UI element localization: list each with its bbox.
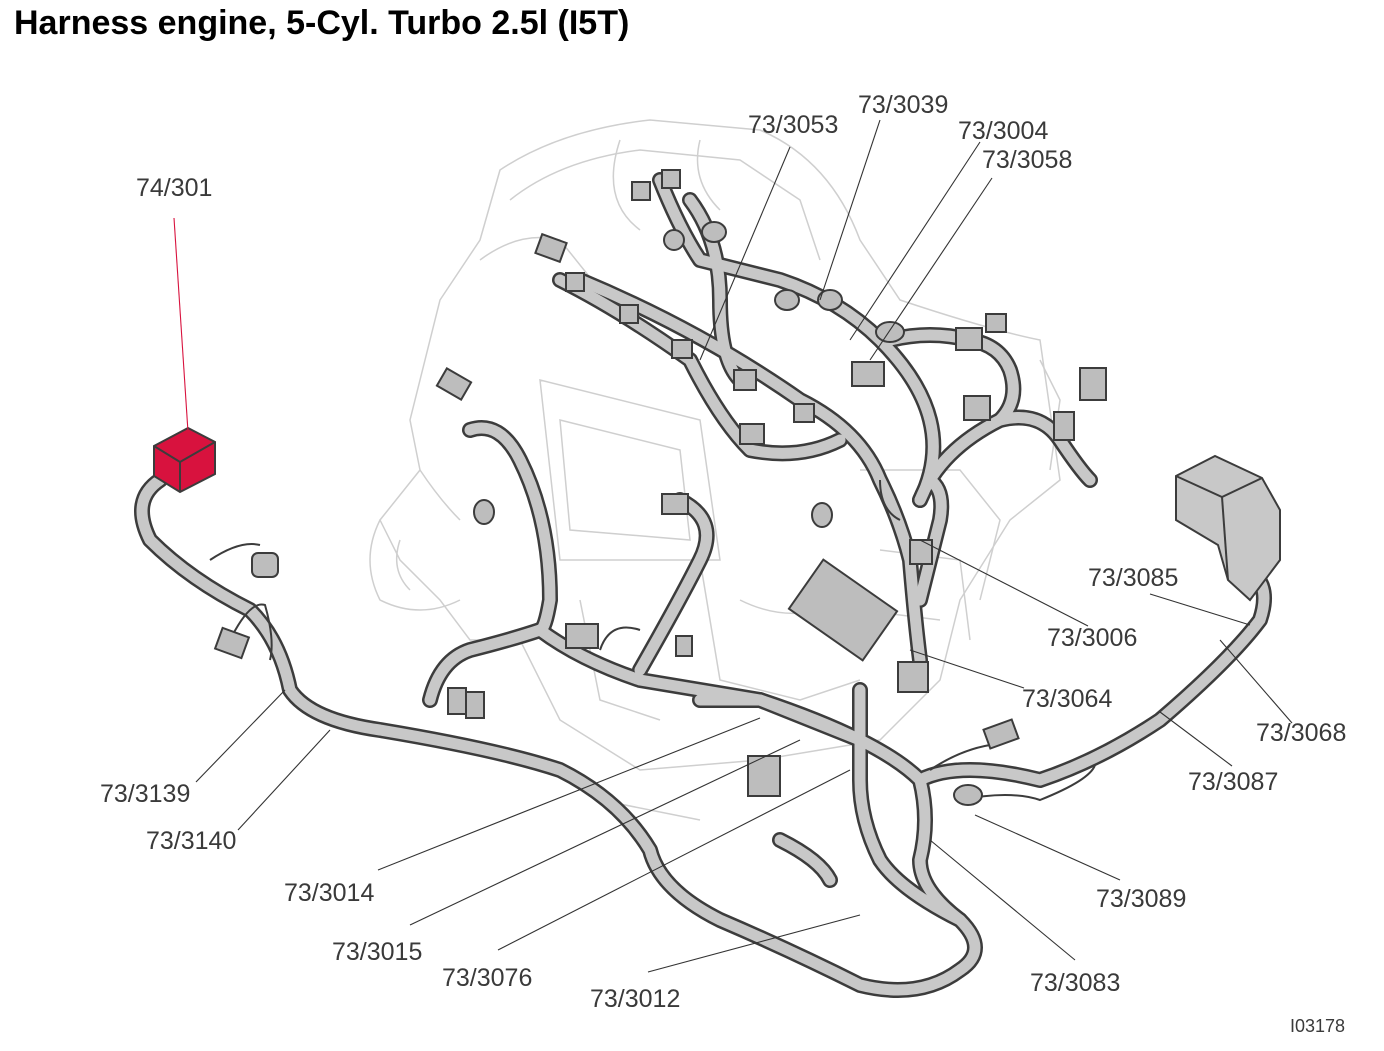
label-73-3076: 73/3076 (442, 964, 533, 992)
leader-73-3087 (1159, 711, 1233, 767)
label-73-3083: 73/3083 (1030, 969, 1121, 997)
label-73-3015: 73/3015 (332, 938, 423, 966)
component-74-301 (153, 426, 216, 494)
leader-73-3015 (409, 739, 801, 926)
figure-id: I03178 (1290, 1016, 1346, 1036)
label-73-3139: 73/3139 (100, 780, 191, 808)
label-73-3140: 73/3140 (146, 827, 237, 855)
leader-73-3004 (849, 141, 981, 341)
harness-connectors (213, 169, 1107, 806)
leader-73-3006 (919, 539, 1089, 627)
leader-73-3039 (819, 119, 881, 301)
label-73-3014: 73/3014 (284, 879, 375, 907)
leader-73-3139 (195, 689, 286, 783)
leader-73-3068 (1219, 639, 1293, 724)
leader-73-3083 (929, 839, 1076, 961)
label-73-3089: 73/3089 (1096, 885, 1187, 913)
leader-73-3085 (1149, 593, 1251, 626)
leader-73-3058 (869, 177, 993, 361)
label-73-3006: 73/3006 (1047, 624, 1138, 652)
label-73-3068: 73/3068 (1256, 719, 1347, 747)
leader-74-301 (173, 217, 189, 433)
diagram-title: Harness engine, 5-Cyl. Turbo 2.5l (I5T) (14, 4, 630, 42)
harness-thin-wires (209, 479, 1096, 802)
label-73-3053: 73/3053 (748, 111, 839, 139)
label-73-3004: 73/3004 (958, 117, 1049, 145)
label-73-3087: 73/3087 (1188, 768, 1279, 796)
leader-73-3064 (909, 649, 1025, 689)
leader-73-3089 (974, 814, 1121, 881)
harness-cables (136, 174, 1270, 996)
label-73-3058: 73/3058 (982, 146, 1073, 174)
label-73-3085: 73/3085 (1088, 564, 1179, 592)
leader-73-3140 (237, 729, 331, 831)
leader-73-3053 (699, 146, 791, 361)
label-73-3039: 73/3039 (858, 91, 949, 119)
leader-73-3014 (377, 717, 761, 871)
leader-73-3012 (647, 914, 861, 973)
label-73-3012: 73/3012 (590, 985, 681, 1013)
leader-lines (173, 119, 1293, 973)
label-73-3064: 73/3064 (1022, 685, 1113, 713)
label-74-301: 74/301 (136, 174, 213, 202)
leader-73-3076 (497, 769, 851, 951)
large-connector (1175, 454, 1281, 602)
